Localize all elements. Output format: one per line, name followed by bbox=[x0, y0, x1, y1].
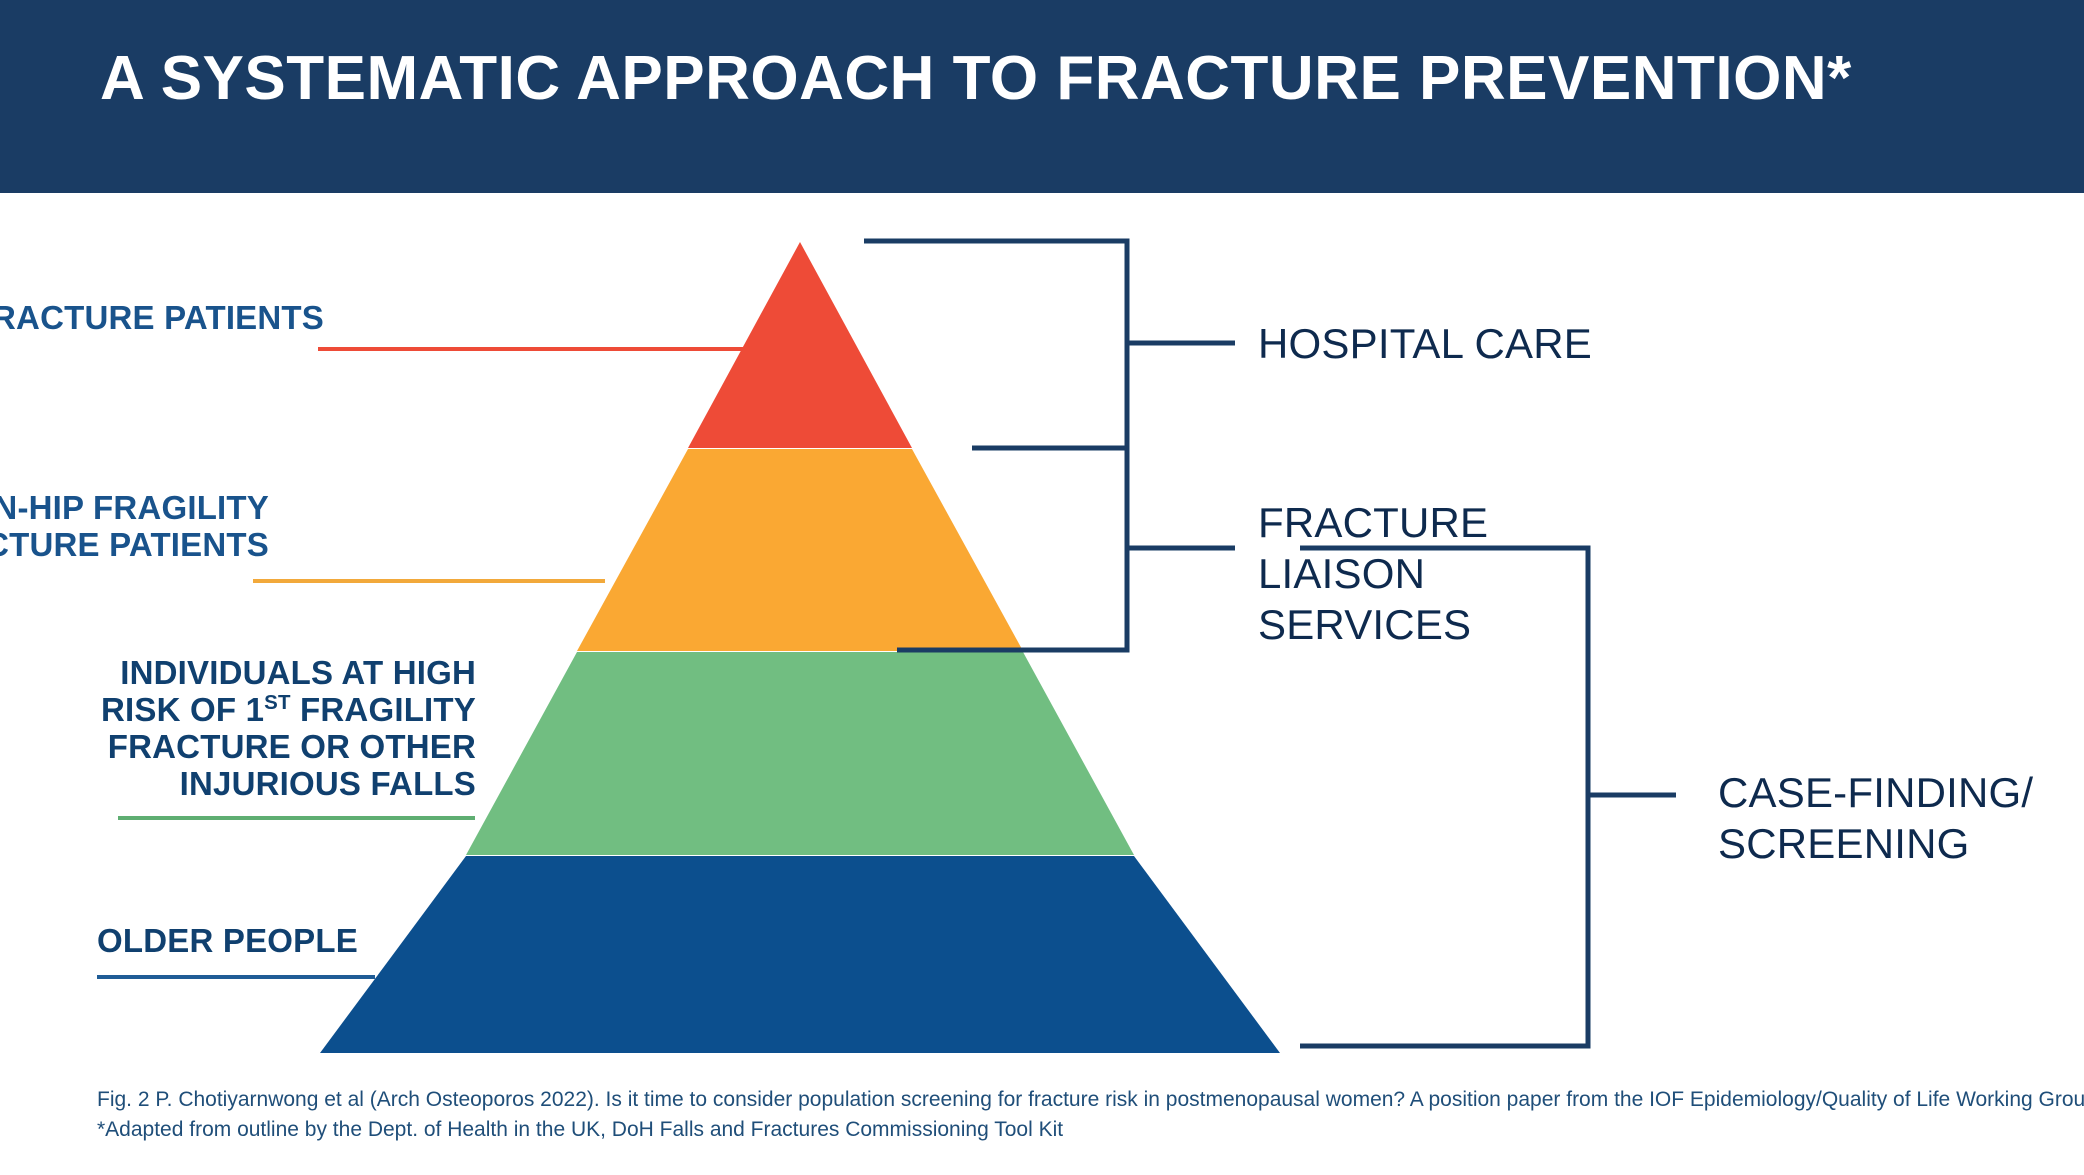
tier-label-non-hip-fragility-line1: NON-HIP FRAGILITY bbox=[0, 489, 269, 526]
tier-label-non-hip-fragility: NON-HIP FRAGILITY FRACTURE PATIENTS bbox=[0, 489, 269, 564]
bracket-fracture-liaison-services bbox=[897, 448, 1235, 653]
page-title: A SYSTEMATIC APPROACH TO FRACTURE PREVEN… bbox=[100, 44, 1852, 113]
group-label-fracture-liaison-services: FRACTURE LIAISON SERVICES bbox=[1258, 499, 1489, 649]
tier-label-hip-fracture: HIP FRACTURE PATIENTS bbox=[0, 299, 324, 336]
header-bar bbox=[0, 0, 2084, 193]
tier-label-high-risk-line2-b: FRAGILITY bbox=[290, 690, 476, 728]
footnote-line-1: Fig. 2 P. Chotiyarnwong et al (Arch Oste… bbox=[97, 1088, 2084, 1111]
bracket-case-finding-screening bbox=[1300, 545, 1676, 1049]
pyramid-tier-non-hip-fragility bbox=[577, 449, 1023, 651]
pyramid-tier-hip-fracture bbox=[688, 242, 912, 448]
pyramid-tier-older-people bbox=[320, 856, 1280, 1053]
footnote: Fig. 2 P. Chotiyarnwong et al (Arch Oste… bbox=[97, 1085, 2084, 1145]
tier-label-high-risk: INDIVIDUALS AT HIGH RISK OF 1ST FRAGILIT… bbox=[0, 654, 476, 803]
group-label-case-finding-screening: CASE-FINDING/ SCREENING bbox=[1718, 769, 2034, 868]
tier-label-high-risk-line3: FRACTURE OR OTHER bbox=[107, 727, 476, 765]
tier-label-older-people: OLDER PEOPLE bbox=[97, 922, 358, 959]
bracket-hospital-care bbox=[864, 238, 1235, 451]
tier-label-non-hip-fragility-line2: FRACTURE PATIENTS bbox=[0, 525, 269, 563]
tier-label-high-risk-ordinal-suffix: ST bbox=[264, 690, 291, 714]
tier-label-high-risk-line1: INDIVIDUALS AT HIGH bbox=[120, 654, 476, 691]
tier-label-high-risk-line4: INJURIOUS FALLS bbox=[179, 764, 476, 802]
tier-label-high-risk-line2: RISK OF 1ST FRAGILITY bbox=[0, 690, 476, 729]
footnote-line-2: *Adapted from outline by the Dept. of He… bbox=[97, 1117, 1064, 1141]
group-label-hospital-care: HOSPITAL CARE bbox=[1258, 320, 1593, 367]
pyramid-tier-high-risk bbox=[466, 652, 1134, 855]
tier-label-high-risk-line2-a: RISK OF 1 bbox=[100, 690, 265, 728]
